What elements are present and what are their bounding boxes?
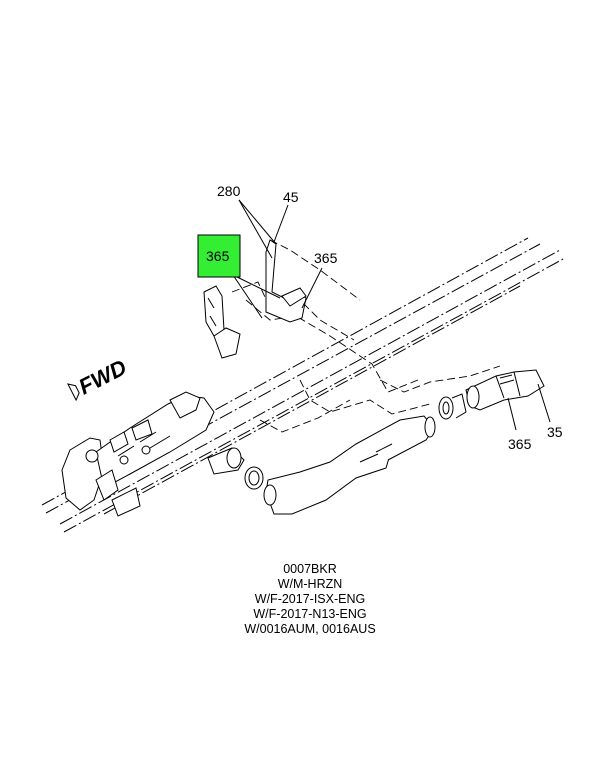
note-line: W/F-2017-ISX-ENG bbox=[254, 592, 366, 606]
callout-365-highlight: 365 bbox=[206, 248, 230, 264]
fwd-arrow-icon bbox=[66, 383, 80, 402]
callout-45: 45 bbox=[283, 189, 299, 205]
leader-lines bbox=[232, 199, 551, 431]
fwd-label: FWD bbox=[75, 354, 131, 399]
note-line: W/M-HRZN bbox=[277, 577, 343, 591]
pipe-clamps-right bbox=[438, 393, 467, 420]
exhaust-bracket bbox=[265, 239, 307, 323]
callout-365-lower: 365 bbox=[508, 436, 532, 452]
note-line: 0007BKR bbox=[283, 562, 337, 576]
tail-pipe bbox=[465, 369, 545, 411]
note-line: W/F-2017-N13-ENG bbox=[253, 607, 367, 621]
applicability-notes: 0007BKR W/M-HRZN W/F-2017-ISX-ENG W/F-20… bbox=[0, 562, 610, 637]
fwd-direction-marker: FWD bbox=[66, 354, 131, 402]
flex-pipe-clamp bbox=[207, 447, 264, 490]
note-line: W/0016AUM, 0016AUS bbox=[244, 622, 376, 636]
callout-35: 35 bbox=[547, 424, 563, 440]
highlight-box bbox=[197, 234, 241, 278]
hanger-brackets bbox=[203, 285, 241, 359]
exhaust-pipe bbox=[263, 415, 436, 515]
callout-280: 280 bbox=[217, 183, 241, 199]
callout-365-upper: 365 bbox=[314, 250, 338, 266]
aftertreatment-assembly bbox=[61, 391, 215, 517]
